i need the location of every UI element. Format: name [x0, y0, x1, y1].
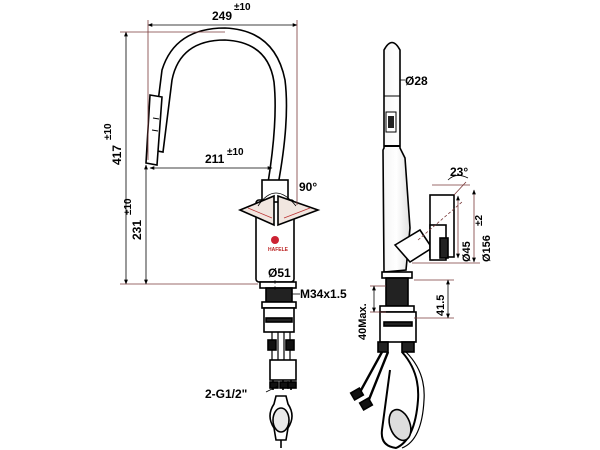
dim-max-deck: 40Max. — [357, 303, 369, 340]
side-view — [349, 41, 455, 450]
dim-231: 231 — [130, 220, 144, 240]
side-base — [381, 271, 413, 279]
front-lever-right — [277, 194, 321, 227]
side-hose-hot — [358, 351, 384, 393]
front-base — [259, 281, 297, 289]
dim-spout-diameter: Ø28 — [405, 74, 428, 88]
dim-connection: 2-G1/2" — [205, 387, 247, 401]
side-hose-cold — [366, 351, 390, 403]
dim-base-diameter: Ø51 — [268, 266, 291, 280]
dim-249-tol: ±10 — [234, 2, 251, 13]
dim-417-tol: ±10 — [103, 123, 114, 140]
dim-swing-diameter: Ø156 — [481, 235, 493, 262]
side-shank — [385, 277, 409, 307]
front-view — [145, 27, 321, 448]
front-dimensions — [120, 20, 300, 393]
side-mount-nut — [379, 311, 417, 343]
front-shank — [265, 287, 293, 303]
side-hose-weight — [388, 408, 412, 442]
side-dimensions — [370, 79, 480, 319]
front-lever-left — [237, 194, 275, 227]
dim-211-tol: ±10 — [227, 147, 244, 158]
dim-tilt-angle: 23° — [450, 165, 468, 179]
dim-body-diameter: Ø45 — [461, 241, 473, 262]
front-dim-labels: 249 ±10 211 ±10 417 ±10 231 ±10 90° Ø51 … — [103, 2, 347, 401]
dim-417: 417 — [110, 145, 124, 165]
dim-body-tol: ±2 — [474, 215, 485, 226]
dim-211: 211 — [205, 152, 225, 166]
dim-231-tol: ±10 — [123, 198, 134, 215]
dim-shank-thread: M34x1.5 — [300, 287, 347, 301]
dim-249: 249 — [212, 9, 232, 23]
dim-lever-angle: 90° — [299, 180, 317, 194]
dim-shank-length: 41.5 — [435, 295, 447, 316]
side-dim-labels: Ø28 23° Ø45 ±2 Ø156 41.5 40Max. — [357, 74, 493, 340]
brand-label: HAFELE — [268, 247, 289, 253]
front-logo-dot — [271, 236, 279, 244]
